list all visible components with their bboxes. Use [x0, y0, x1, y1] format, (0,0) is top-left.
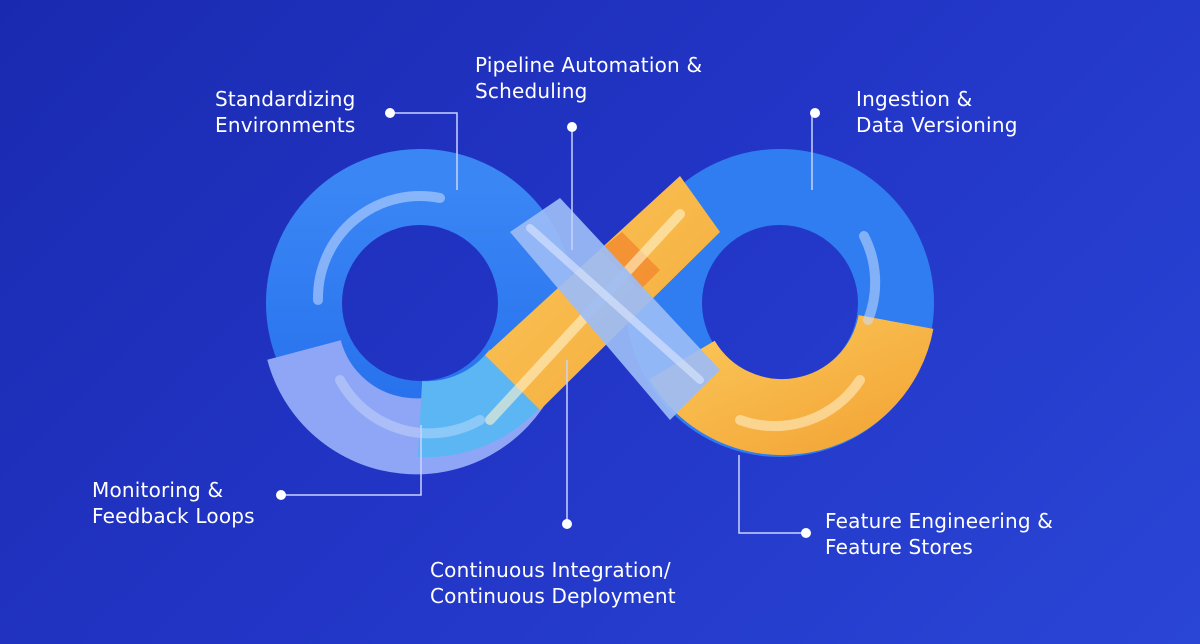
blue-crossing-band — [510, 198, 720, 420]
label-feature-engineering: Feature Engineering & Feature Stores — [825, 508, 1053, 560]
dot-pipeline — [567, 122, 577, 132]
right-loop-yellow-segment — [649, 313, 934, 456]
label-standardizing-environments: Standardizing Environments — [215, 86, 356, 138]
dot-monitoring — [276, 490, 286, 500]
label-line: Environments — [215, 113, 356, 137]
right-loop-highlight — [859, 231, 881, 325]
dot-cicd — [562, 519, 572, 529]
connector-monitoring — [281, 425, 422, 496]
label-line: Feature Engineering & — [825, 509, 1054, 533]
label-line: Pipeline Automation & — [475, 53, 703, 77]
label-line: Continuous Deployment — [430, 584, 676, 608]
label-line: Standardizing — [215, 87, 356, 111]
dot-feature — [801, 528, 811, 538]
label-line: Monitoring & — [92, 478, 224, 502]
dot-standardizing — [385, 108, 395, 118]
label-line: Data Versioning — [856, 113, 1018, 137]
label-line: Feedback Loops — [92, 504, 255, 528]
right-loop — [626, 149, 934, 457]
label-monitoring-feedback: Monitoring & Feedback Loops — [92, 477, 255, 529]
label-line: Feature Stores — [825, 535, 974, 559]
label-ingestion-data-versioning: Ingestion & Data Versioning — [856, 86, 1018, 138]
left-loop-highlight-bottom — [335, 375, 485, 439]
label-pipeline-automation: Pipeline Automation & Scheduling — [475, 52, 702, 104]
left-loop-lightblue-segment — [417, 348, 551, 458]
left-loop — [266, 149, 574, 475]
label-line: Continuous Integration/ — [430, 558, 671, 582]
blue-band-highlight — [526, 224, 704, 384]
connector-feature — [738, 455, 806, 534]
right-loop-highlight-bottom — [735, 375, 865, 432]
dot-ingestion — [810, 108, 820, 118]
label-ci-cd: Continuous Integration/ Continuous Deplo… — [430, 557, 676, 609]
label-line: Ingestion & — [856, 87, 973, 111]
connector-standardizing — [390, 112, 458, 190]
connector-dots — [276, 108, 820, 538]
left-loop-highlight — [312, 191, 445, 305]
label-line: Scheduling — [475, 79, 588, 103]
